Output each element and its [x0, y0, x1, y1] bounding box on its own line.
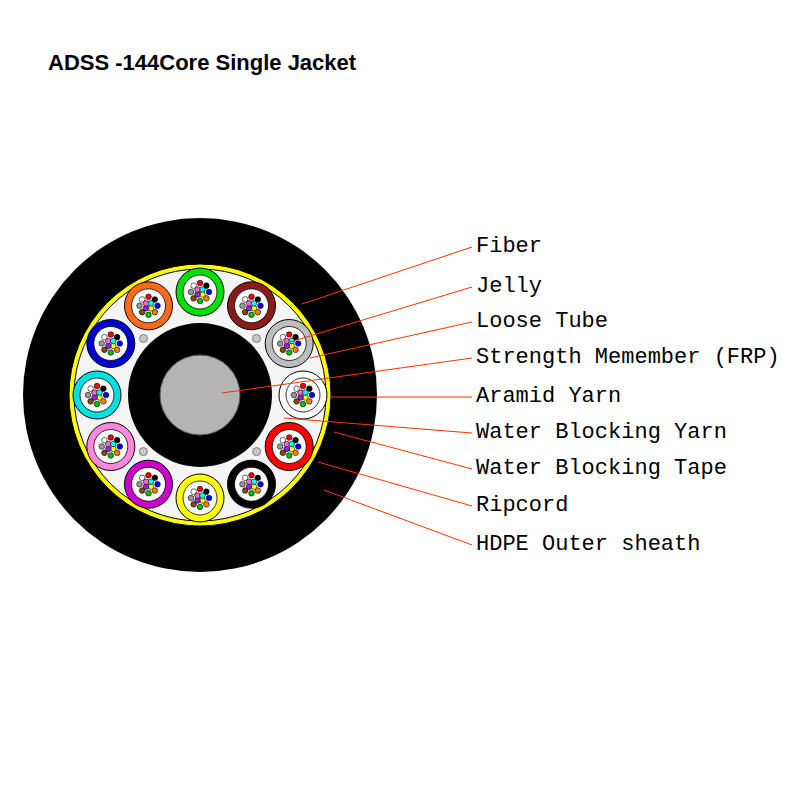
loose-tube: [176, 268, 224, 316]
water-blocking-yarn: [139, 448, 147, 456]
loose-tube: [265, 423, 313, 471]
strength-member: [160, 355, 240, 435]
leader-line: [330, 397, 472, 398]
leader-line: [324, 490, 472, 545]
loose-tube: [279, 371, 327, 419]
leader-line: [334, 432, 472, 469]
loose-tube: [265, 320, 313, 368]
leader-line: [290, 287, 472, 342]
water-blocking-yarn: [253, 448, 261, 456]
callout-label: HDPE Outer sheath: [476, 534, 700, 556]
loose-tube: [73, 371, 121, 419]
loose-tube: [125, 460, 173, 508]
callout-label: Fiber: [476, 236, 542, 258]
callout-label: Water Blocking Tape: [476, 458, 727, 480]
loose-tube-group: [73, 268, 327, 522]
water-blocking-yarn: [139, 334, 147, 342]
loose-tube: [87, 320, 135, 368]
callout-label: Ripcord: [476, 495, 568, 517]
leader-line: [310, 322, 472, 358]
loose-tube: [87, 423, 135, 471]
callout-label: Water Blocking Yarn: [476, 422, 727, 444]
loose-tube: [228, 460, 276, 508]
loose-tube: [125, 282, 173, 330]
callout-label: Loose Tube: [476, 311, 608, 333]
water-blocking-yarn: [253, 334, 261, 342]
leader-line: [222, 358, 472, 393]
leader-line: [302, 247, 472, 304]
frp-coating: [128, 323, 272, 467]
aramid-yarn-layer: [74, 269, 326, 521]
loose-tube: [228, 282, 276, 330]
leader-lines: [222, 247, 472, 545]
callout-label: Strength Memember (FRP): [476, 347, 780, 369]
leader-line: [318, 462, 472, 506]
loose-tube: [176, 474, 224, 522]
outer-sheath: [23, 218, 377, 572]
leader-line: [284, 418, 472, 433]
callout-label: Jelly: [476, 276, 542, 298]
diagram-title: ADSS -144Core Single Jacket: [48, 50, 356, 76]
water-blocking-tape: [69, 264, 331, 526]
callout-label: Aramid Yarn: [476, 386, 621, 408]
